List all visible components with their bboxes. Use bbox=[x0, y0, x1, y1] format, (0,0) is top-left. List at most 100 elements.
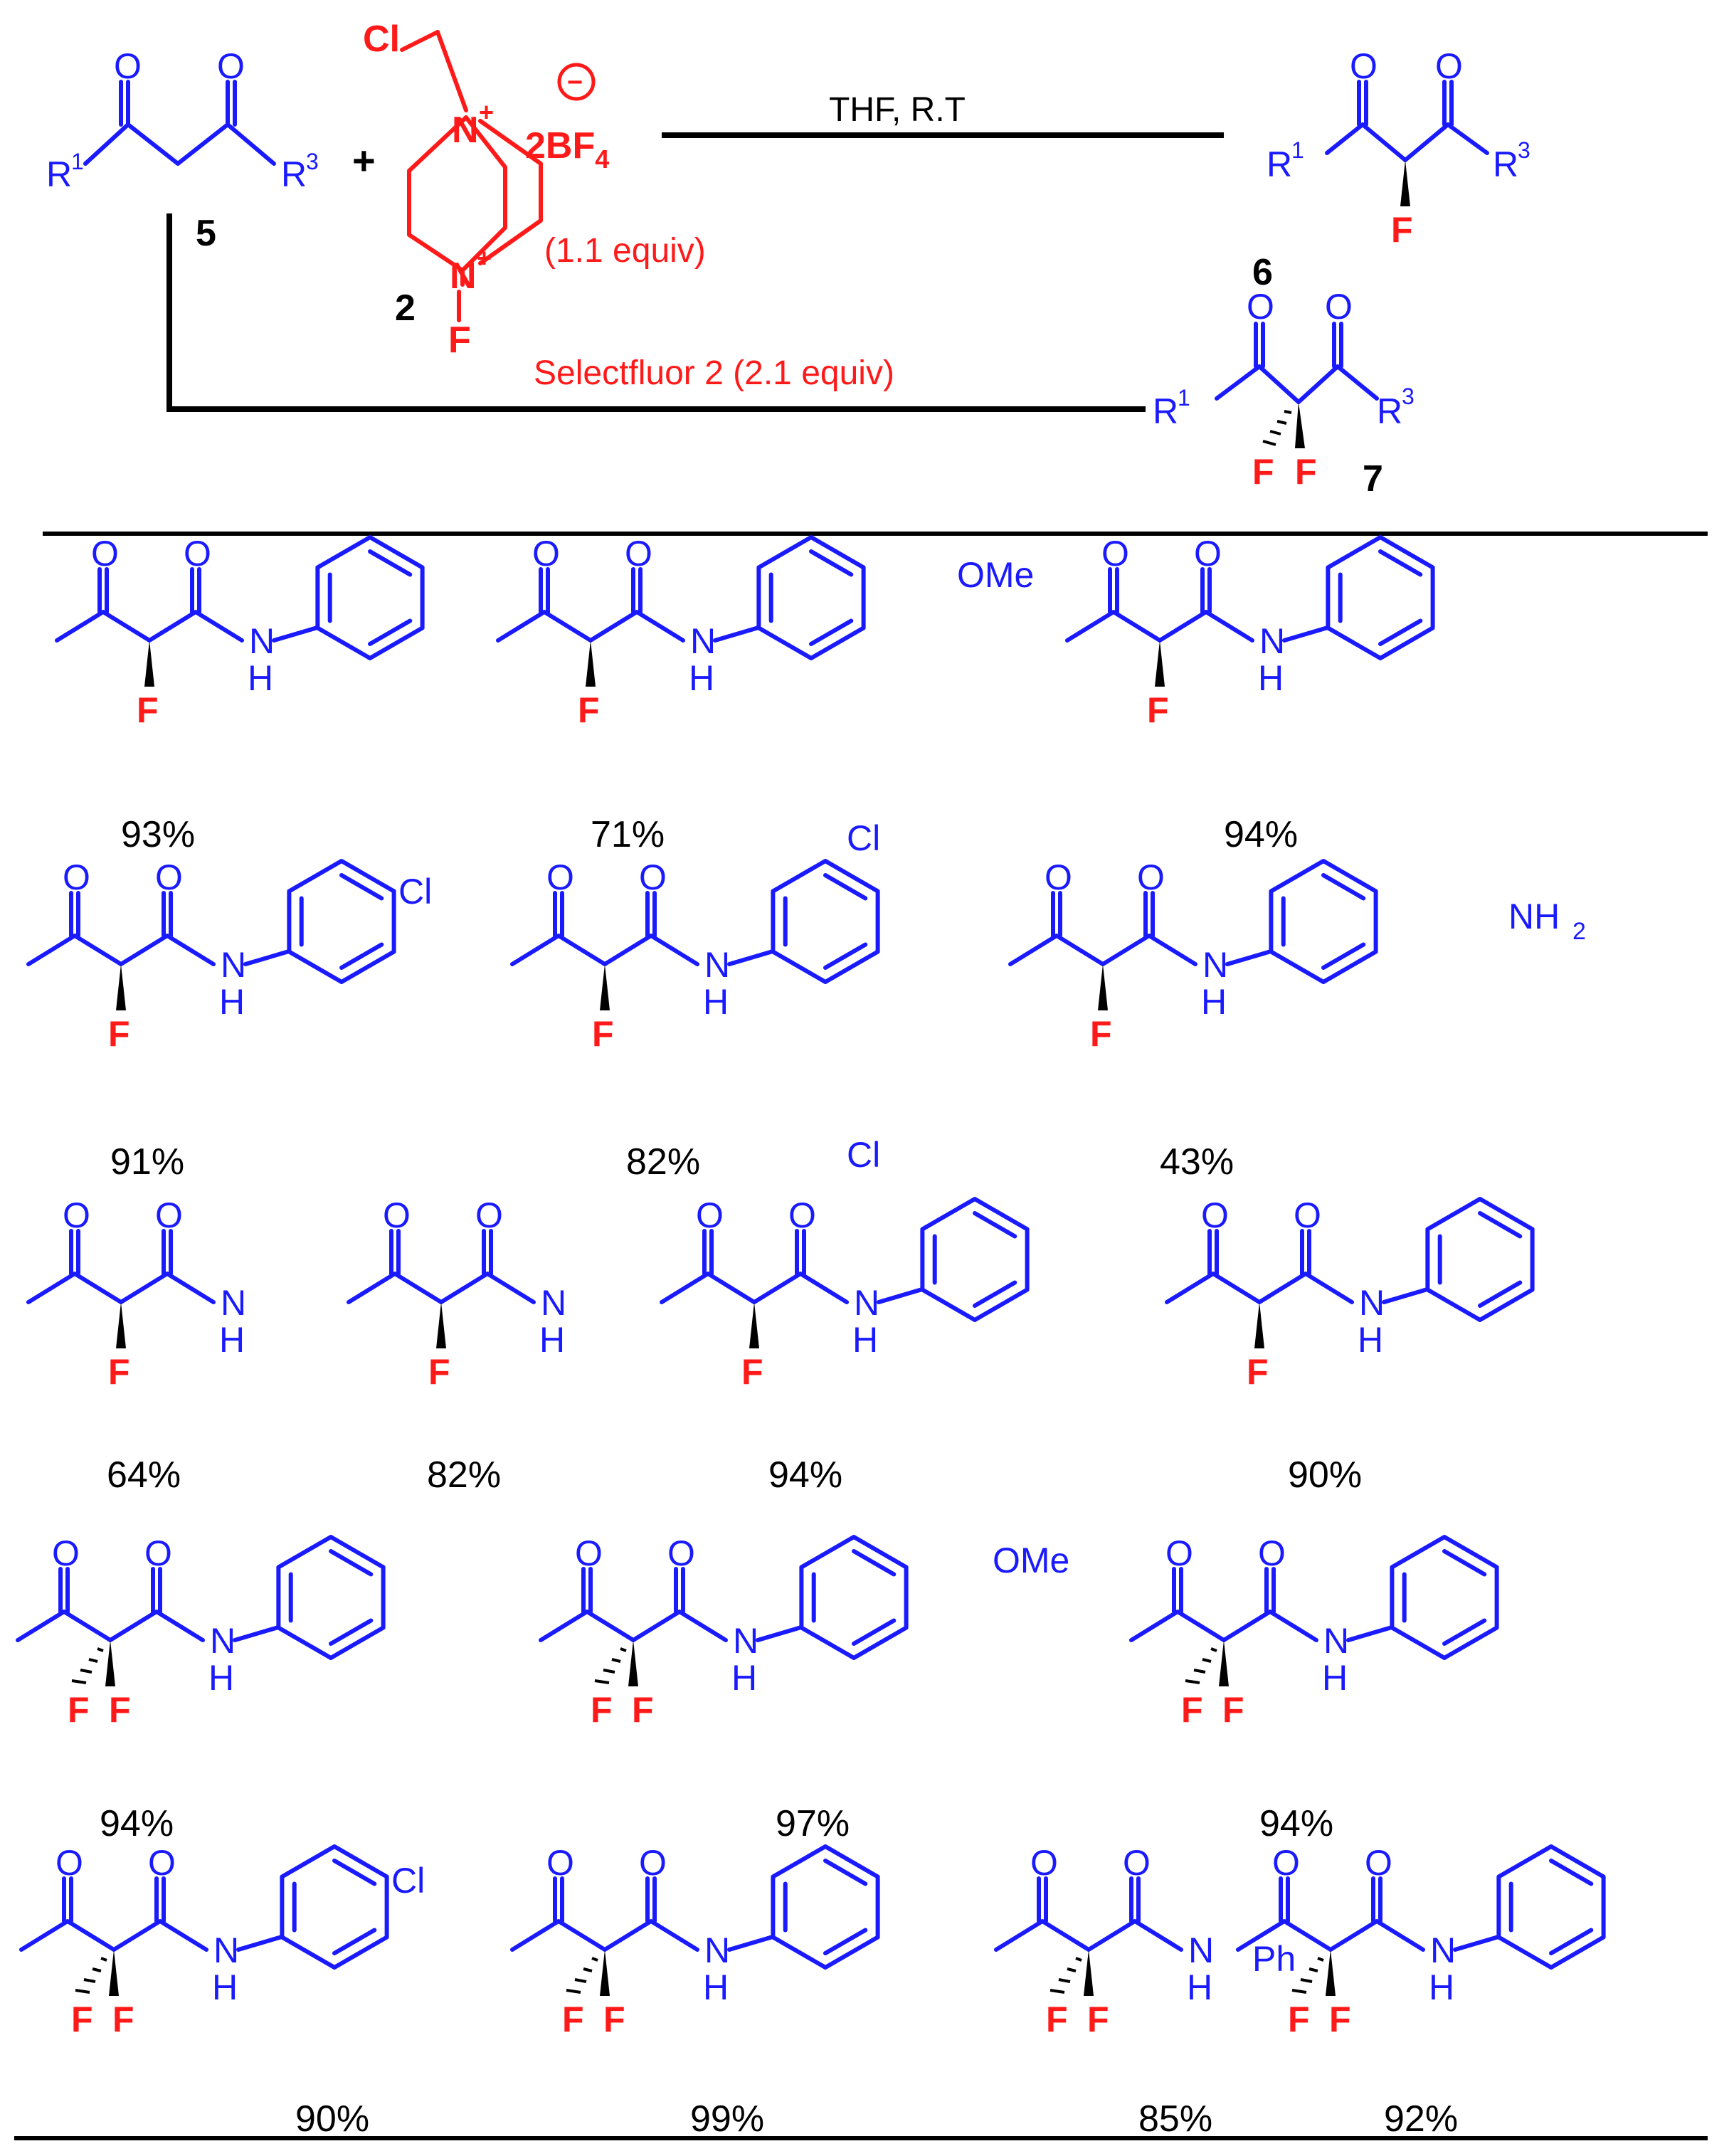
reagent-equiv: (1.1 equiv) bbox=[544, 232, 706, 270]
hash-bond bbox=[1049, 1957, 1082, 1994]
charge-minus: − bbox=[567, 68, 583, 97]
atom-r: R bbox=[1377, 391, 1402, 431]
superscript: 3 bbox=[1402, 384, 1415, 409]
atom-o: O bbox=[52, 1533, 80, 1573]
product-6 bbox=[1325, 80, 1489, 162]
yield-label: 97% bbox=[776, 1803, 850, 1844]
atom-o: O bbox=[546, 1843, 574, 1883]
atom-o: O bbox=[1201, 1195, 1229, 1235]
atom-o: O bbox=[155, 1195, 183, 1235]
wedge-bond bbox=[600, 964, 610, 1010]
atom-n: N bbox=[690, 621, 716, 661]
atom-h: H bbox=[703, 982, 729, 1022]
atom-h: H bbox=[212, 1967, 238, 2007]
atom-o: O bbox=[1272, 1843, 1300, 1883]
atom-f: F bbox=[1046, 1999, 1068, 2039]
yield-label: 94% bbox=[1259, 1803, 1333, 1844]
atom-f: F bbox=[1247, 1352, 1269, 1392]
atom-r: R bbox=[1267, 144, 1292, 184]
atom-o: O bbox=[696, 1195, 724, 1235]
atom-f: F bbox=[603, 1999, 625, 2039]
atom-f: F bbox=[137, 690, 159, 730]
wedge-bond bbox=[144, 640, 154, 687]
wedge-bond bbox=[600, 1950, 610, 1996]
atom-f: F bbox=[108, 1352, 130, 1392]
atom-h: H bbox=[219, 1320, 245, 1360]
atom-o: O bbox=[55, 1843, 83, 1883]
yield-label: 85% bbox=[1138, 2098, 1212, 2140]
yield-label: 82% bbox=[626, 1141, 700, 1183]
atom-f: F bbox=[1295, 452, 1317, 492]
atom-f: F bbox=[1090, 1014, 1112, 1054]
hash-bond bbox=[594, 1647, 627, 1684]
counterion: 2BF4 bbox=[525, 125, 609, 174]
yield-label: 94% bbox=[100, 1803, 174, 1844]
substituent-cl: Cl bbox=[398, 872, 432, 911]
wedge-bond bbox=[1084, 1950, 1094, 1996]
atom-f: F bbox=[1288, 1999, 1310, 2039]
substituent-cl: Cl bbox=[391, 1861, 425, 1901]
atom-h: H bbox=[208, 1658, 234, 1698]
atom-o: O bbox=[1123, 1843, 1151, 1883]
atom-o: O bbox=[1101, 534, 1129, 574]
atom-o: O bbox=[639, 1843, 667, 1883]
selectfluor-reagent bbox=[400, 30, 543, 322]
conditions-top: THF, R.T bbox=[829, 91, 966, 129]
atom-f: F bbox=[108, 1014, 130, 1054]
compound-label-6: 6 bbox=[1252, 252, 1273, 293]
atom-h: H bbox=[1429, 1967, 1454, 2007]
wedge-bond bbox=[1295, 402, 1305, 448]
atom-o: O bbox=[1325, 287, 1353, 327]
atom-f: F bbox=[1222, 1690, 1244, 1730]
yield-label: 90% bbox=[295, 2098, 369, 2140]
wedge-bond bbox=[116, 964, 126, 1010]
atom-o: O bbox=[667, 1533, 695, 1573]
atom-o: O bbox=[1030, 1843, 1058, 1883]
wedge-bond bbox=[109, 1950, 119, 1996]
wedge-bond bbox=[105, 1640, 115, 1686]
atom-o: O bbox=[575, 1533, 603, 1573]
subscript: 2 bbox=[1572, 918, 1586, 945]
atom-o: O bbox=[1194, 534, 1222, 574]
wedge-bond bbox=[116, 1302, 126, 1348]
compound-5-3 bbox=[994, 1876, 1183, 1952]
substrate-5 bbox=[83, 80, 276, 166]
substituent-cl: Cl bbox=[847, 1135, 880, 1175]
compound-2-1 bbox=[26, 859, 396, 984]
atom-n: N bbox=[221, 1283, 246, 1323]
atom-f: F bbox=[562, 1999, 584, 2039]
atom-o: O bbox=[1258, 1533, 1286, 1573]
compound-1-1 bbox=[55, 535, 425, 660]
superscript: 3 bbox=[1518, 137, 1530, 163]
atom-f: F bbox=[1391, 210, 1413, 250]
atom-h: H bbox=[703, 1967, 729, 2007]
atom-o: O bbox=[63, 857, 90, 897]
atom-f: F bbox=[1252, 452, 1274, 492]
atom-r: R bbox=[1153, 391, 1178, 431]
atom-o: O bbox=[184, 534, 211, 574]
wedge-bond bbox=[436, 1302, 446, 1348]
atom-o: O bbox=[91, 534, 119, 574]
superscript: 1 bbox=[71, 149, 84, 174]
atom-n: N bbox=[210, 1621, 236, 1661]
hash-bond bbox=[1185, 1647, 1217, 1684]
atom-f: F bbox=[109, 1690, 131, 1730]
atom-o: O bbox=[1350, 46, 1378, 86]
atom-o: O bbox=[144, 1533, 172, 1573]
atom-o: O bbox=[1247, 287, 1274, 327]
atom-h: H bbox=[689, 658, 714, 698]
atom-h: H bbox=[1258, 658, 1284, 698]
atom-o: O bbox=[155, 857, 183, 897]
atom-o: O bbox=[1365, 1843, 1392, 1883]
wedge-bond bbox=[1326, 1950, 1336, 1996]
superscript: 1 bbox=[1178, 385, 1190, 411]
atom-n: N bbox=[1202, 945, 1228, 985]
atom-o: O bbox=[1435, 46, 1463, 86]
atom-o: O bbox=[217, 46, 245, 86]
yield-label: 90% bbox=[1288, 1454, 1362, 1496]
compound-2-2 bbox=[510, 859, 880, 984]
wedge-bond bbox=[749, 1302, 759, 1348]
atom-n: N bbox=[1188, 1930, 1214, 1970]
atom-o: O bbox=[1137, 857, 1165, 897]
